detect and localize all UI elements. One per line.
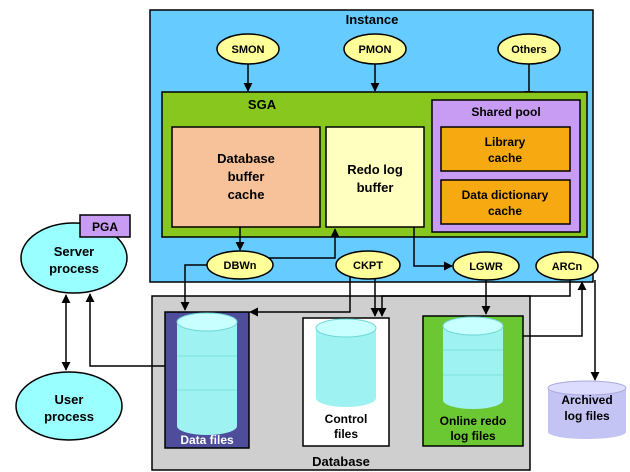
data-dictionary-cache: Data dictionary cache (440, 179, 571, 225)
arcn-process: ARCn (535, 251, 599, 281)
pga-box: PGA (79, 214, 131, 238)
redo-buffer-line-1: Redo log (347, 162, 403, 177)
arcn-to-control-arrow (377, 280, 571, 317)
connectors (61, 227, 600, 381)
online-redo-line-2: log files (450, 429, 496, 443)
redo-buffer-to-lgwr-arrow (413, 227, 453, 271)
online-redo-to-arcn-arrow (523, 281, 587, 337)
control-files-cylinder (315, 318, 377, 407)
library-cache-line-2: cache (488, 151, 522, 165)
ckpt-to-data-files-arrow (249, 277, 351, 317)
ckpt-process: CKPT (335, 250, 401, 280)
shared-pool-title: Shared pool (471, 105, 540, 119)
database-title: Database (312, 454, 370, 469)
instance-title: Instance (346, 12, 399, 27)
data-files-box: Data files (164, 311, 250, 449)
smon-label: SMON (232, 44, 265, 56)
library-cache: Library cache (440, 126, 571, 172)
control-files-line-2: files (334, 427, 358, 441)
library-cache-line-1: Library (485, 135, 526, 149)
data-files-label: Data files (180, 433, 234, 447)
buffer-cache-line-1: Database (217, 151, 275, 166)
online-redo-line-1: Online redo (440, 414, 507, 428)
server-process-line-2: process (49, 261, 99, 276)
dbwn-process: DBWn (206, 250, 274, 280)
ckpt-label: CKPT (353, 260, 383, 272)
pga-label: PGA (92, 220, 118, 234)
server-process-line-1: Server (54, 244, 94, 259)
server-process: Server process (20, 222, 128, 294)
redo-log-buffer: Redo log buffer (325, 126, 425, 228)
buffer-cache-line-3: cache (228, 187, 265, 202)
pmon-process: PMON (343, 33, 407, 65)
user-process-line-2: process (44, 409, 94, 424)
online-redo-cylinder (442, 316, 504, 409)
data-files-cylinder (176, 312, 238, 435)
buffer-cache-line-2: buffer (228, 169, 265, 184)
archived-log-files: Archived log files (547, 380, 627, 439)
smon-process: SMON (216, 33, 280, 65)
online-redo-box: Online redo log files (422, 315, 524, 447)
arcn-label: ARCn (552, 261, 583, 273)
archived-line-1: Archived (561, 393, 612, 407)
user-process-line-1: User (55, 392, 84, 407)
others-label: Others (511, 44, 546, 56)
pmon-label: PMON (359, 44, 392, 56)
database-buffer-cache: Database buffer cache (171, 126, 321, 228)
lgwr-label: LGWR (469, 261, 503, 273)
user-process: User process (15, 371, 123, 441)
dictionary-cache-line-2: cache (488, 204, 522, 218)
dbwn-to-data-files-arrow (180, 264, 207, 311)
data-files-to-server-arrow (85, 293, 165, 367)
lgwr-process: LGWR (452, 251, 520, 281)
redo-buffer-line-2: buffer (357, 180, 394, 195)
archived-line-2: log files (564, 409, 610, 423)
control-files-box: Control files (302, 317, 390, 447)
dbwn-to-redo-arrow (268, 228, 340, 259)
others-process: Others (497, 33, 561, 65)
dbwn-label: DBWn (224, 260, 257, 272)
dictionary-cache-line-1: Data dictionary (462, 188, 549, 202)
control-files-line-1: Control (325, 412, 368, 426)
sga-title: SGA (248, 97, 277, 112)
